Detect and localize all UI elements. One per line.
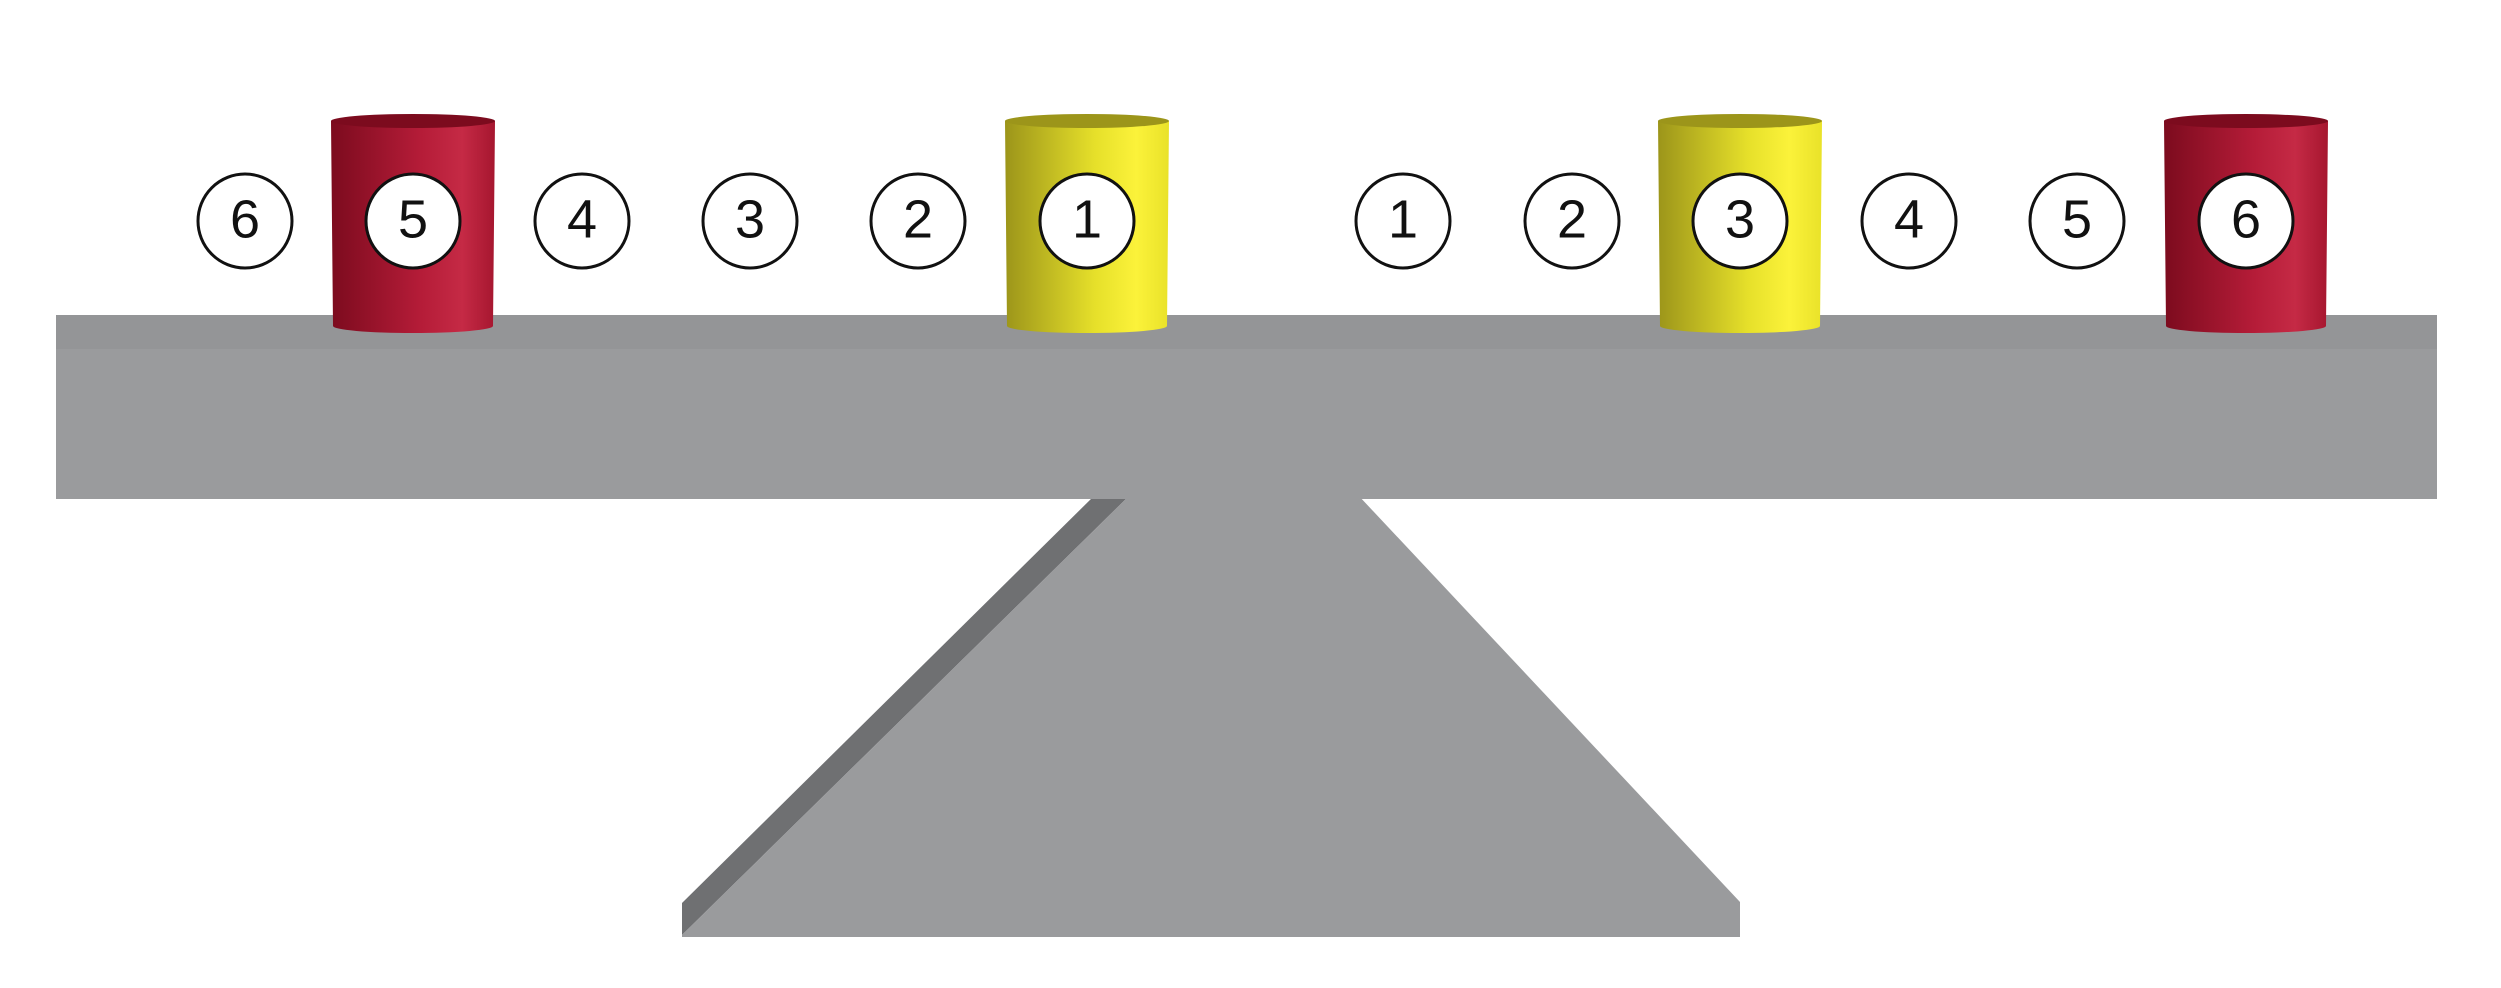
left-position-marker-2: 2 xyxy=(869,172,967,270)
weight-top xyxy=(1658,114,1822,128)
right-position-marker-2: 2 xyxy=(1523,172,1621,270)
marker-number: 3 xyxy=(1725,189,1755,249)
marker-number: 3 xyxy=(735,189,765,249)
beam-body xyxy=(56,349,2437,499)
weight-top xyxy=(331,114,495,128)
marker-number: 5 xyxy=(2062,189,2092,249)
marker-number: 4 xyxy=(1894,189,1924,249)
marker-number: 2 xyxy=(903,189,933,249)
weight-top xyxy=(2164,114,2328,128)
marker-circle xyxy=(1038,172,1136,270)
marker-number: 5 xyxy=(398,189,428,249)
right-position-marker-3: 3 xyxy=(1691,172,1789,270)
marker-circle xyxy=(1354,172,1452,270)
right-position-marker-6: 6 xyxy=(2197,172,2295,270)
position-markers: 6 5 4 3 2 1 1 2 3 4 5 6 xyxy=(196,172,2295,270)
marker-circle xyxy=(533,172,631,270)
marker-circle xyxy=(2028,172,2126,270)
right-position-marker-5: 5 xyxy=(2028,172,2126,270)
left-position-marker-5: 5 xyxy=(364,172,462,270)
marker-circle xyxy=(2197,172,2295,270)
fulcrum-body xyxy=(682,495,1740,937)
beam xyxy=(56,315,2437,499)
marker-number: 2 xyxy=(1557,189,1587,249)
weights xyxy=(331,114,2328,333)
marker-number: 4 xyxy=(567,189,597,249)
left-position-marker-6: 6 xyxy=(196,172,294,270)
fulcrum xyxy=(682,495,1740,937)
marker-number: 1 xyxy=(1388,189,1418,249)
weight-top xyxy=(1005,114,1169,128)
marker-circle xyxy=(1860,172,1958,270)
right-position-marker-1: 1 xyxy=(1354,172,1452,270)
marker-number: 1 xyxy=(1072,189,1102,249)
left-position-marker-1: 1 xyxy=(1038,172,1136,270)
marker-circle xyxy=(196,172,294,270)
right-position-marker-4: 4 xyxy=(1860,172,1958,270)
marker-circle xyxy=(701,172,799,270)
marker-circle xyxy=(869,172,967,270)
left-position-marker-4: 4 xyxy=(533,172,631,270)
marker-circle xyxy=(1523,172,1621,270)
marker-number: 6 xyxy=(230,189,260,249)
marker-circle xyxy=(1691,172,1789,270)
marker-circle xyxy=(364,172,462,270)
left-position-marker-3: 3 xyxy=(701,172,799,270)
marker-number: 6 xyxy=(2231,189,2261,249)
